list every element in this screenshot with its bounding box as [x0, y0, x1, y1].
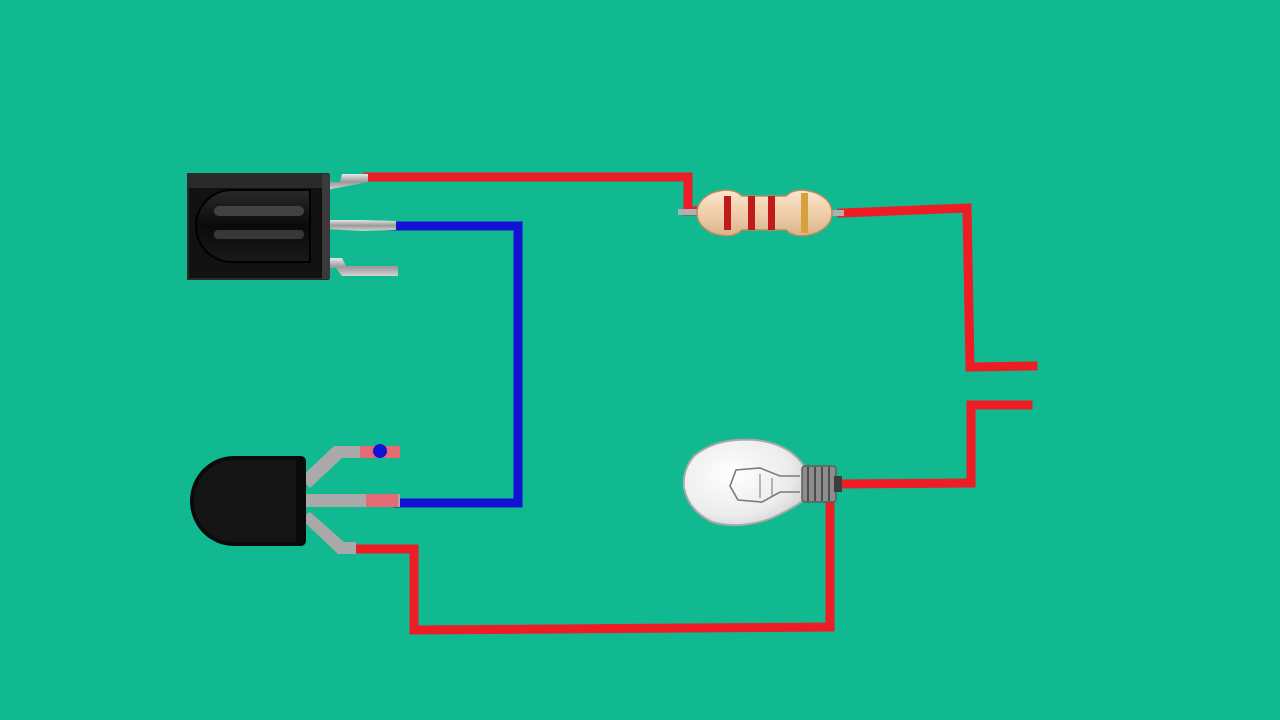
ir-receiver-icon — [187, 173, 398, 280]
transistor-lead-middle-tip — [366, 494, 398, 507]
wire-terminal-bottom-to-bulb — [833, 400, 1033, 489]
ir-receiver-lead-top — [326, 174, 368, 190]
resistor-icon — [678, 189, 844, 237]
resistor-band-2 — [748, 196, 755, 230]
wire-resistor-to-terminal-top — [837, 203, 1038, 372]
resistor-band-4 — [801, 193, 808, 233]
ir-receiver-lead-middle — [326, 220, 396, 231]
resistor-band-3 — [768, 196, 775, 230]
ir-receiver-side-edge — [322, 174, 330, 279]
light-bulb-icon — [682, 438, 842, 527]
transistor-lead-bottom — [300, 512, 356, 554]
wire-ir-signal-to-transistor-base — [357, 221, 523, 508]
resistor-band-1 — [724, 196, 731, 230]
bulb-contact — [834, 476, 842, 492]
transistor-emitter-marker — [373, 444, 387, 458]
transistor-face — [194, 460, 296, 542]
ir-receiver-lens-highlight-top — [214, 206, 304, 216]
ir-receiver-lens-highlight-bottom — [214, 230, 304, 239]
ir-receiver-top-edge — [188, 174, 328, 188]
resistor-bands — [724, 193, 808, 233]
bulb-filament-support — [759, 474, 773, 498]
wire-bulb-to-transistor-collector — [347, 487, 835, 635]
resistor-lead-left — [678, 209, 708, 215]
resistor-lead-right — [826, 210, 844, 216]
bulb-filament — [729, 467, 800, 503]
resistor-body — [696, 189, 833, 237]
transistor-icon — [190, 444, 400, 554]
bulb-glass — [682, 438, 805, 527]
bulb-base-threads — [807, 467, 830, 501]
ir-receiver-lead-bottom — [326, 258, 398, 276]
ir-receiver-lens — [195, 189, 311, 263]
